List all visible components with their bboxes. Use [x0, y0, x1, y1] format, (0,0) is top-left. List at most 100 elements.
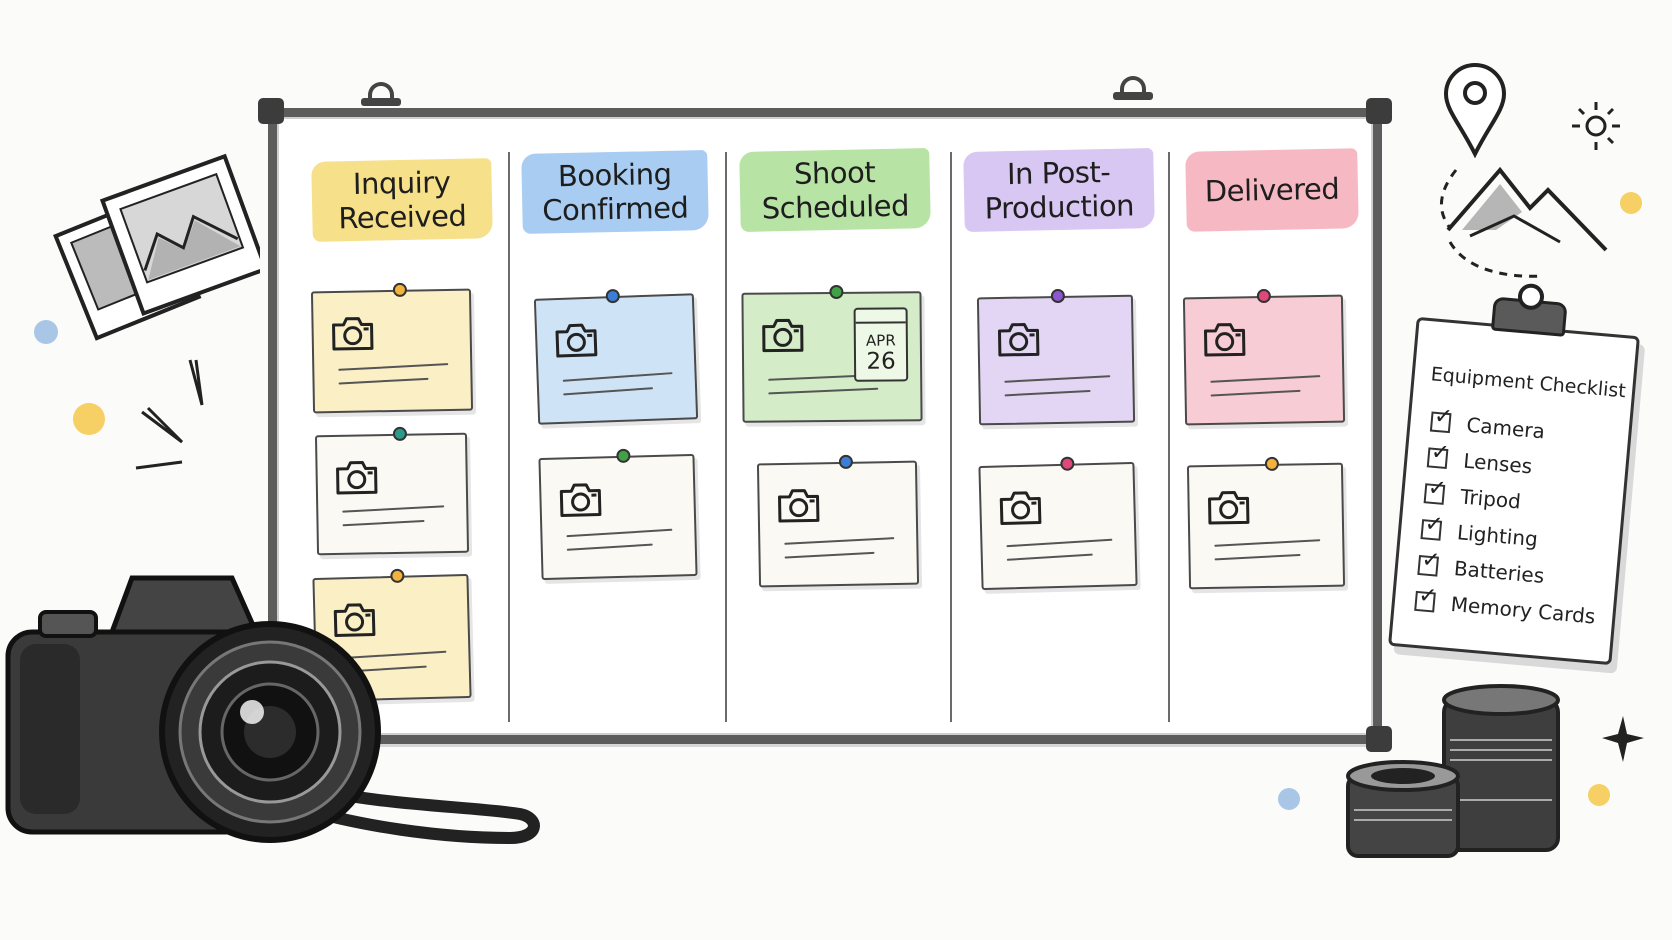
checklist-item-label: Memory Cards: [1449, 591, 1597, 629]
camera-icon: [557, 480, 604, 519]
task-card[interactable]: [1182, 288, 1346, 426]
checklist-item[interactable]: ✓ Lenses: [1426, 440, 1534, 479]
card-text-line: [1214, 553, 1301, 561]
card-text-line: [784, 551, 875, 559]
task-card[interactable]: [312, 568, 472, 703]
column-title-line1: In Post-: [1006, 154, 1111, 192]
card-text-line: [342, 505, 445, 513]
column-header-in-post-production[interactable]: In Post-Production: [963, 148, 1155, 232]
pushpin-icon: [605, 288, 621, 304]
sun-icon: [1572, 102, 1620, 150]
column-title-line2: Confirmed: [541, 190, 689, 228]
board-hanger-left-clip: [361, 98, 401, 106]
checklist-item-label: Lenses: [1462, 448, 1534, 479]
card-text-line: [566, 543, 653, 551]
blue-dot: [34, 320, 58, 344]
pushpin-icon: [1050, 288, 1066, 304]
column-title-line1: Inquiry: [352, 164, 451, 202]
mountain-icon: [1439, 166, 1608, 278]
pushpin-icon: [838, 454, 854, 469]
checklist-item[interactable]: ✓ Lighting: [1420, 511, 1539, 552]
board-corner-tr: [1366, 98, 1392, 124]
board-hanger-right: [1120, 76, 1146, 96]
camera-icon: [995, 320, 1042, 359]
board-corner-tl: [258, 98, 284, 124]
card-text-line: [1214, 539, 1321, 547]
calendar-day: 26: [866, 348, 896, 375]
task-card[interactable]: [756, 454, 920, 588]
task-card[interactable]: [978, 456, 1138, 591]
photo-icon: [53, 153, 260, 341]
yellow-dot: [1588, 784, 1610, 806]
checklist-title: Equipment Checklist: [1429, 363, 1627, 403]
camera-icon: [553, 321, 600, 361]
checklist-item-label: Lighting: [1456, 520, 1539, 552]
card-text-line: [1004, 389, 1091, 397]
column-title-line1: Booking: [557, 156, 672, 194]
column-header-delivered[interactable]: Delivered: [1185, 148, 1359, 232]
yellow-dot: [1620, 192, 1642, 214]
camera-icon: [997, 488, 1044, 527]
pushpin-icon: [1256, 288, 1272, 304]
camera-icon: [760, 316, 806, 354]
pushpin-icon: [616, 448, 631, 464]
sparkle-icon: [1602, 716, 1644, 762]
card-text-line: [784, 537, 895, 545]
column-title-line2: Received: [338, 198, 467, 236]
task-card[interactable]: [533, 288, 699, 425]
sparkle-lines-icon: [135, 359, 204, 470]
column-title-line1: Shoot: [793, 155, 876, 191]
checklist-item[interactable]: ✓ Memory Cards: [1414, 583, 1597, 629]
checkbox-checked-icon: ✓: [1426, 440, 1451, 470]
checkbox-checked-icon: ✓: [1414, 583, 1438, 613]
checklist-item[interactable]: ✓ Camera: [1429, 404, 1546, 444]
pushpin-icon: [1060, 456, 1075, 471]
task-card[interactable]: [1186, 456, 1346, 590]
lens-icon: [1346, 684, 1560, 858]
camera-icon: [333, 458, 380, 497]
column-divider: [725, 152, 727, 722]
card-text-line: [1004, 375, 1111, 383]
card-text-line: [342, 520, 425, 527]
checklist-item-label: Tripod: [1459, 484, 1522, 514]
column-divider: [1168, 152, 1170, 722]
pushpin-icon: [392, 282, 408, 297]
camera-icon: [5, 575, 540, 845]
task-card[interactable]: [538, 448, 698, 581]
card-text-line: [1006, 553, 1093, 561]
column-divider: [950, 152, 952, 722]
checkbox-checked-icon: ✓: [1417, 547, 1441, 577]
board-hanger-left: [368, 82, 394, 102]
checklist-item-label: Camera: [1465, 412, 1546, 444]
equipment-checklist-clipboard: Equipment Checklist ✓Camera ✓Lenses ✓Tri…: [1388, 282, 1640, 666]
camera-icon: [329, 314, 376, 353]
card-text-line: [566, 528, 673, 538]
camera-icon: [775, 486, 822, 525]
checklist-item[interactable]: ✓Batteries: [1417, 547, 1545, 588]
checklist-item[interactable]: ✓Tripod: [1423, 476, 1522, 514]
card-text-line: [338, 363, 449, 371]
card-text-line: [563, 387, 654, 396]
checkbox-checked-icon: ✓: [1420, 511, 1444, 541]
pushpin-icon: [829, 284, 844, 300]
camera-icon: [331, 600, 378, 639]
column-divider: [508, 152, 510, 722]
task-card[interactable]: [314, 426, 470, 556]
task-card[interactable]: [310, 282, 474, 414]
camera-icon: [1205, 488, 1252, 527]
pushpin-icon: [1264, 456, 1280, 472]
column-title-line2: Scheduled: [761, 188, 910, 226]
task-card[interactable]: [976, 288, 1136, 426]
yellow-dot: [73, 403, 105, 435]
board-hanger-right-clip: [1113, 92, 1153, 100]
calendar-binding: [855, 309, 906, 324]
column-title-line1: Delivered: [1204, 171, 1340, 209]
checkbox-checked-icon: ✓: [1429, 404, 1454, 434]
camera-icon: [1201, 320, 1248, 359]
board-corner-br: [1366, 726, 1392, 752]
